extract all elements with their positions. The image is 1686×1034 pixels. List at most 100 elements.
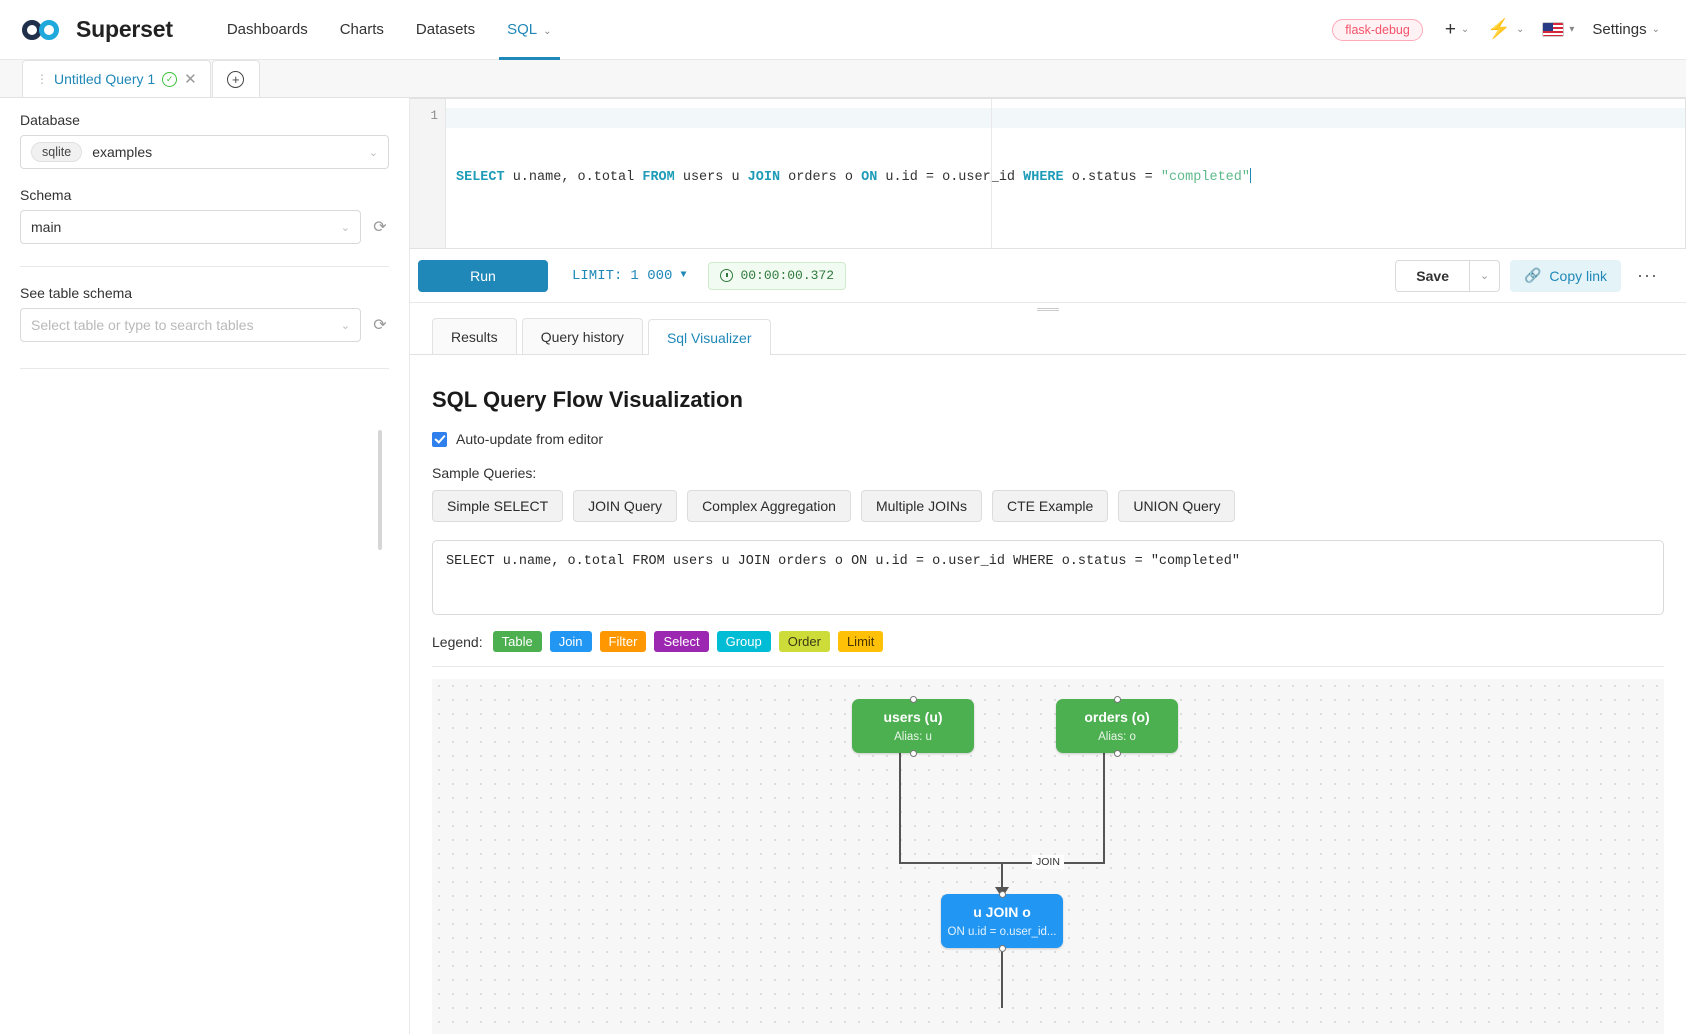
node-table-orders[interactable]: orders (o) Alias: o — [1056, 695, 1178, 757]
chevron-down-icon: ⌄ — [1515, 24, 1525, 35]
editor-column-guide — [991, 99, 992, 248]
editor-code-area[interactable]: SELECT u.name, o.total FROM users u JOIN… — [446, 99, 1685, 248]
auto-update-checkbox[interactable] — [432, 431, 447, 447]
tab-query-history[interactable]: Query history — [521, 318, 643, 354]
node-title: users (u) — [883, 709, 943, 725]
query-tab-strip: ⋮ Untitled Query 1 ✓ ✕ + — [0, 60, 1686, 98]
settings-label: Settings — [1592, 21, 1647, 38]
settings-menu[interactable]: Settings ⌄ — [1586, 17, 1666, 42]
legend-chip-limit: Limit — [837, 631, 884, 652]
caret-down-icon: ▾ — [1569, 24, 1575, 35]
save-button[interactable]: Save — [1395, 259, 1470, 292]
panel-scrollbar[interactable] — [378, 430, 382, 550]
caret-down-icon: ▼ — [680, 270, 687, 281]
flask-debug-badge: flask-debug — [1332, 18, 1423, 41]
save-dropdown-button[interactable]: ⌄ — [1469, 259, 1500, 292]
sql-lab-body: Database sqlite examples ⌄ Schema main ⌄… — [0, 98, 1686, 1034]
result-tabs: Results Query history Sql Visualizer — [410, 315, 1686, 355]
left-panel-bottom-rule — [20, 368, 389, 369]
right-editor-panel: 1 SELECT u.name, o.total FROM users u JO… — [410, 98, 1686, 1034]
superset-logo-icon — [22, 17, 66, 43]
schema-select[interactable]: main ⌄ — [20, 210, 361, 244]
alerts-button[interactable]: ⚡ ⌄ — [1481, 16, 1530, 43]
edge-label-join: JOIN — [1032, 855, 1064, 869]
legend-label: Legend: — [432, 633, 483, 650]
node-port-top[interactable] — [998, 890, 1006, 898]
table-select[interactable]: Select table or type to search tables ⌄ — [20, 308, 361, 342]
node-subtitle: Alias: o — [1098, 731, 1136, 743]
table-row: Select table or type to search tables ⌄ … — [20, 308, 389, 342]
sample-button-join-query[interactable]: JOIN Query — [573, 490, 678, 522]
clock-icon — [720, 269, 734, 282]
sample-button-simple-select[interactable]: Simple SELECT — [432, 490, 564, 522]
limit-dropdown[interactable]: LIMIT: 1 000 ▼ — [572, 268, 686, 284]
bolt-icon: ⚡ — [1487, 19, 1511, 40]
left-panel-divider — [20, 266, 389, 267]
auto-update-label: Auto-update from editor — [456, 431, 604, 447]
edge-users-across — [899, 862, 1003, 864]
query-tab-untitled-query-1[interactable]: ⋮ Untitled Query 1 ✓ ✕ — [22, 60, 211, 97]
tab-sql-visualizer[interactable]: Sql Visualizer — [647, 319, 771, 355]
editor-line-1: SELECT u.name, o.total FROM users u JOIN… — [456, 168, 1251, 185]
navbar-right: flask-debug + ⌄ ⚡ ⌄ ▾ Settings ⌄ — [1332, 16, 1666, 43]
legend-chip-filter: Filter — [599, 631, 647, 652]
legend-chip-group: Group — [716, 631, 771, 652]
tab-results[interactable]: Results — [432, 318, 517, 354]
sample-button-complex-aggregation[interactable]: Complex Aggregation — [687, 490, 851, 522]
node-port-bottom[interactable] — [998, 944, 1006, 952]
editor-toolbar: Run LIMIT: 1 000 ▼ 00:00:00.372 Save ⌄ — [410, 249, 1686, 303]
sql-input-textarea[interactable] — [432, 540, 1664, 615]
node-port-bottom[interactable] — [1113, 749, 1121, 757]
edge-orders-down — [1103, 753, 1105, 863]
page-title: SQL Query Flow Visualization — [432, 387, 743, 412]
table-placeholder: Select table or type to search tables — [31, 317, 254, 333]
add-query-tab-button[interactable]: + — [211, 60, 260, 97]
chevron-down-icon: ⌄ — [368, 146, 378, 159]
database-select[interactable]: sqlite examples ⌄ — [20, 135, 389, 169]
query-tab-label: Untitled Query 1 — [54, 71, 156, 87]
sql-editor[interactable]: 1 SELECT u.name, o.total FROM users u JO… — [410, 98, 1686, 249]
drag-handle-icon[interactable]: ⋮ — [36, 72, 48, 86]
new-item-button[interactable]: + ⌄ — [1439, 16, 1476, 43]
sample-queries-label: Sample Queries: — [432, 465, 537, 481]
database-label: Database — [20, 112, 80, 128]
nav-item-sql[interactable]: SQL⌄ — [491, 0, 567, 60]
sql-visualizer-pane: SQL Query Flow Visualization Auto-update… — [410, 355, 1686, 1034]
refresh-tables-icon[interactable]: ⟳ — [373, 317, 387, 334]
sample-button-cte-example[interactable]: CTE Example — [991, 490, 1109, 522]
brand-logo-group[interactable]: Superset — [22, 16, 173, 43]
node-port-top[interactable] — [1113, 695, 1121, 703]
nav-item-datasets[interactable]: Datasets — [415, 20, 476, 38]
query-timer: 00:00:00.372 — [708, 261, 847, 290]
legend-chip-select: Select — [654, 631, 709, 652]
legend-chip-table: Table — [492, 631, 542, 652]
nav-item-dashboards[interactable]: Dashboards — [226, 20, 308, 38]
sample-button-multiple-joins[interactable]: Multiple JOINs — [860, 490, 982, 522]
limit-value: 1 000 — [630, 267, 673, 284]
chevron-down-icon: ⌄ — [543, 25, 552, 37]
more-options-button[interactable]: ··· — [1637, 265, 1658, 285]
panel-resize-handle[interactable] — [410, 303, 1686, 315]
left-config-panel: Database sqlite examples ⌄ Schema main ⌄… — [0, 98, 410, 1034]
edge-join-out — [1001, 948, 1003, 1008]
node-port-bottom[interactable] — [909, 749, 917, 757]
flow-canvas[interactable]: JOIN users (u) Alias: u orders (o) Alias… — [432, 679, 1664, 1034]
legend: Legend: Table Join Filter Select Group O… — [432, 631, 1664, 667]
node-port-top[interactable] — [909, 695, 917, 703]
language-selector[interactable]: ▾ — [1536, 18, 1580, 41]
copy-link-button[interactable]: 🔗 Copy link — [1509, 259, 1622, 292]
main-nav: Dashboards Charts Datasets SQL⌄ — [211, 0, 568, 60]
close-icon[interactable]: ✕ — [184, 71, 197, 88]
node-subtitle: ON u.id = o.user_id... — [947, 926, 1057, 938]
node-table-users[interactable]: users (u) Alias: u — [852, 695, 974, 757]
auto-update-row: Auto-update from editor — [432, 431, 1664, 447]
link-icon: 🔗 — [1523, 267, 1542, 283]
editor-active-line-highlight — [446, 108, 1685, 128]
nav-item-charts[interactable]: Charts — [339, 20, 384, 38]
sample-button-union-query[interactable]: UNION Query — [1118, 490, 1236, 522]
run-button[interactable]: Run — [418, 259, 548, 292]
refresh-schema-icon[interactable]: ⟳ — [373, 219, 387, 236]
node-join-u-join-o[interactable]: u JOIN o ON u.id = o.user_id... — [941, 890, 1063, 952]
node-title: u JOIN o — [973, 904, 1031, 920]
